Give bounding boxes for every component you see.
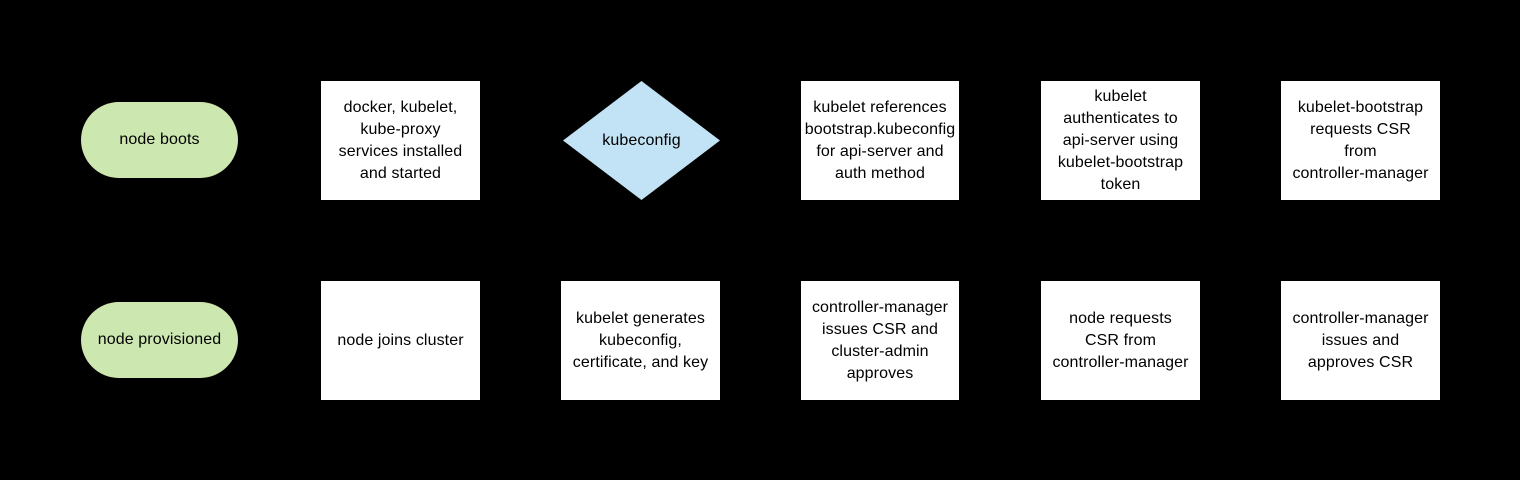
node-kubelet-authenticates[interactable]: kubelet authenticates to api-server usin… bbox=[1041, 81, 1200, 200]
node-services-installed[interactable]: docker, kubelet, kube-proxy services ins… bbox=[321, 81, 480, 200]
node-label: node provisioned bbox=[97, 331, 222, 348]
node-kubelet-references-bootstrap[interactable]: kubelet references bootstrap.kubeconfig … bbox=[801, 81, 959, 200]
node-kubelet-generates-kubeconfig[interactable]: kubelet generates kubeconfig, certificat… bbox=[561, 281, 720, 400]
node-label: node requests CSR from controller-manage… bbox=[1052, 309, 1189, 371]
node-node-boots[interactable]: node boots bbox=[81, 102, 238, 178]
node-node-requests-csr[interactable]: node requests CSR from controller-manage… bbox=[1041, 281, 1200, 400]
node-kubelet-bootstrap-requests-csr[interactable]: kubelet-bootstrap requests CSR from cont… bbox=[1281, 81, 1440, 200]
node-kubeconfig-decision[interactable]: kubeconfig bbox=[563, 81, 720, 200]
node-label: docker, kubelet, kube-proxy services ins… bbox=[338, 98, 463, 182]
node-label: kubelet authenticates to api-server usin… bbox=[1057, 87, 1184, 193]
node-controller-manager-approves-csr[interactable]: controller-manager issues and approves C… bbox=[1281, 281, 1440, 400]
node-label: controller-manager issues and approves C… bbox=[1292, 309, 1429, 371]
node-label: kubelet generates kubeconfig, certificat… bbox=[572, 309, 709, 371]
node-label: node boots bbox=[119, 131, 200, 148]
node-label: kubelet references bootstrap.kubeconfig … bbox=[804, 98, 956, 182]
node-node-joins-cluster[interactable]: node joins cluster bbox=[321, 281, 480, 400]
node-controller-manager-issues-csr[interactable]: controller-manager issues CSR and cluste… bbox=[801, 281, 959, 400]
node-label: node joins cluster bbox=[337, 331, 464, 349]
node-label: controller-manager issues CSR and cluste… bbox=[811, 298, 949, 382]
node-label: kubelet-bootstrap requests CSR from cont… bbox=[1292, 98, 1429, 182]
node-label: kubeconfig bbox=[602, 131, 681, 149]
node-node-provisioned[interactable]: node provisioned bbox=[81, 302, 238, 378]
